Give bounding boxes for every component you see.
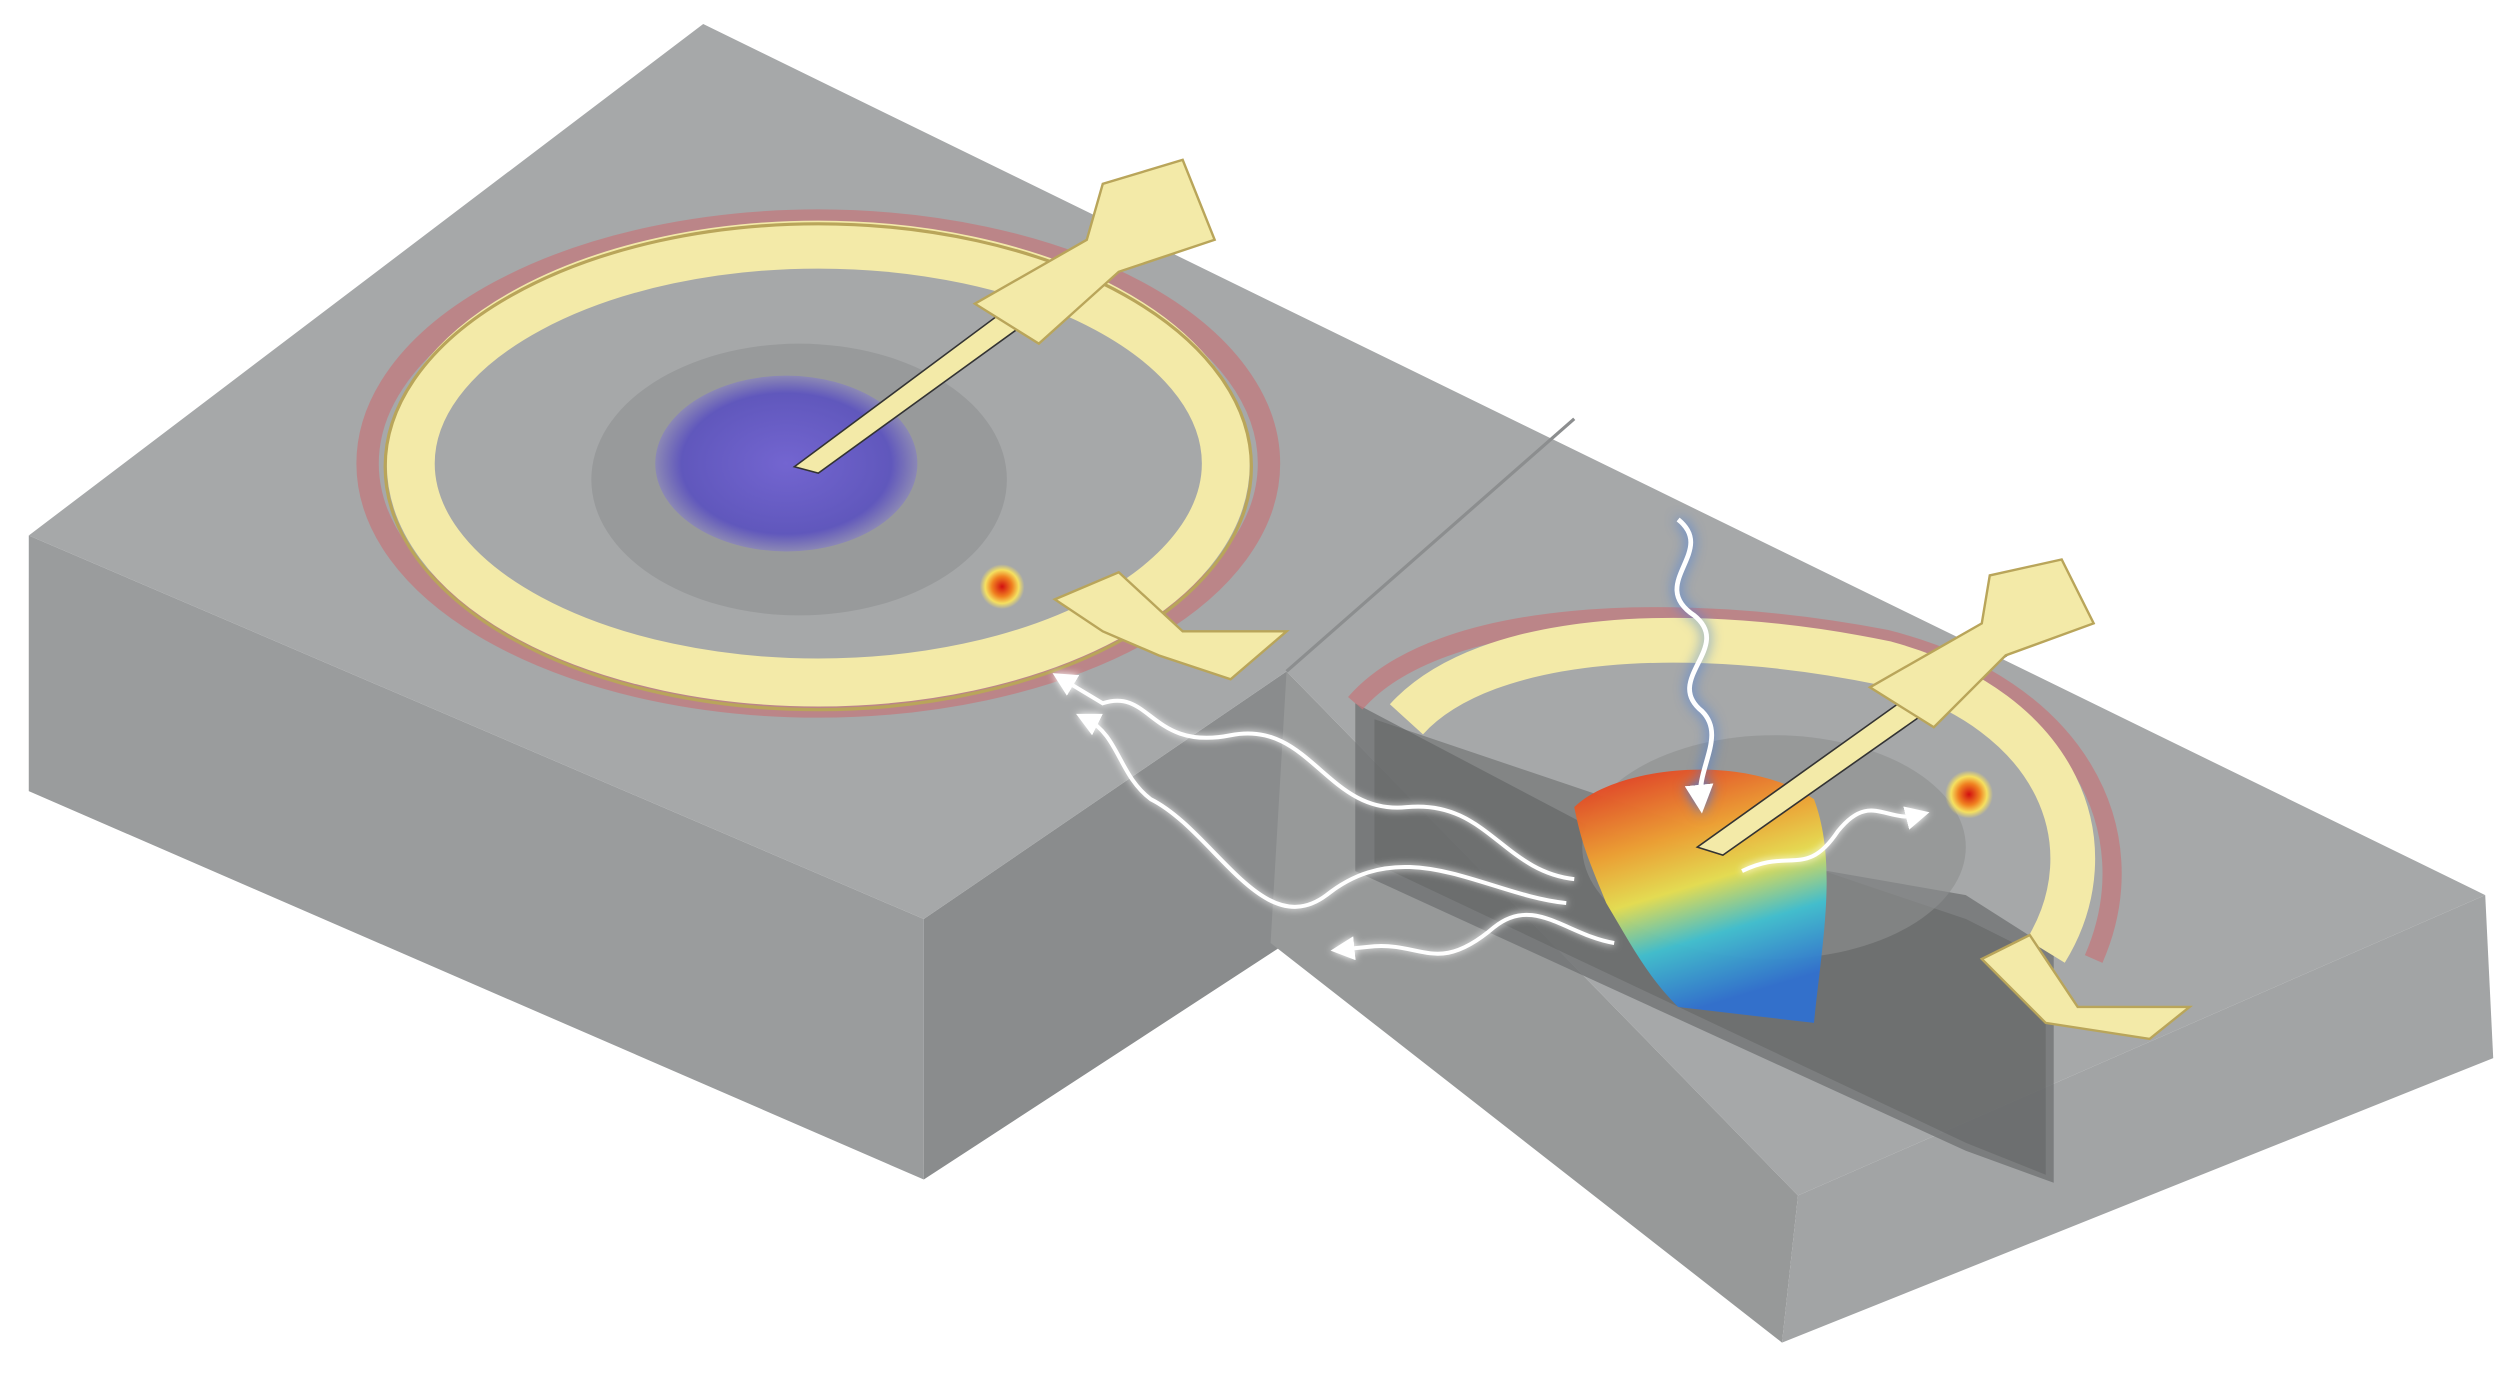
emitted-wave-arrow — [1052, 673, 1575, 882]
right-block-side-face — [1782, 895, 2494, 1343]
emitted-wave-arrow — [1330, 912, 1615, 961]
right-probe-pad — [1867, 558, 2096, 729]
left-bottom-pad — [1052, 570, 1290, 681]
left-probe-pad — [972, 158, 1217, 346]
left-block-front-face — [28, 535, 924, 1180]
field-heatmap — [1574, 769, 1827, 1023]
left-block-side-face — [923, 671, 1287, 1180]
emitted-wave-arrow — [1741, 806, 1930, 873]
incident-wave-arrow — [1674, 517, 1715, 814]
left-gold-ring-edge — [383, 222, 1253, 712]
right-gold-ring — [1389, 617, 2096, 963]
right-hot-spot — [1945, 770, 1993, 819]
right-red-halo — [1348, 607, 2122, 963]
left-purple-core — [655, 375, 918, 552]
left-gold-ring — [386, 220, 1250, 707]
block-seam — [1285, 417, 1576, 673]
right-bottom-pad — [1979, 933, 2193, 1041]
left-hot-spot — [979, 564, 1025, 609]
emitted-wave-arrow — [1076, 713, 1567, 909]
